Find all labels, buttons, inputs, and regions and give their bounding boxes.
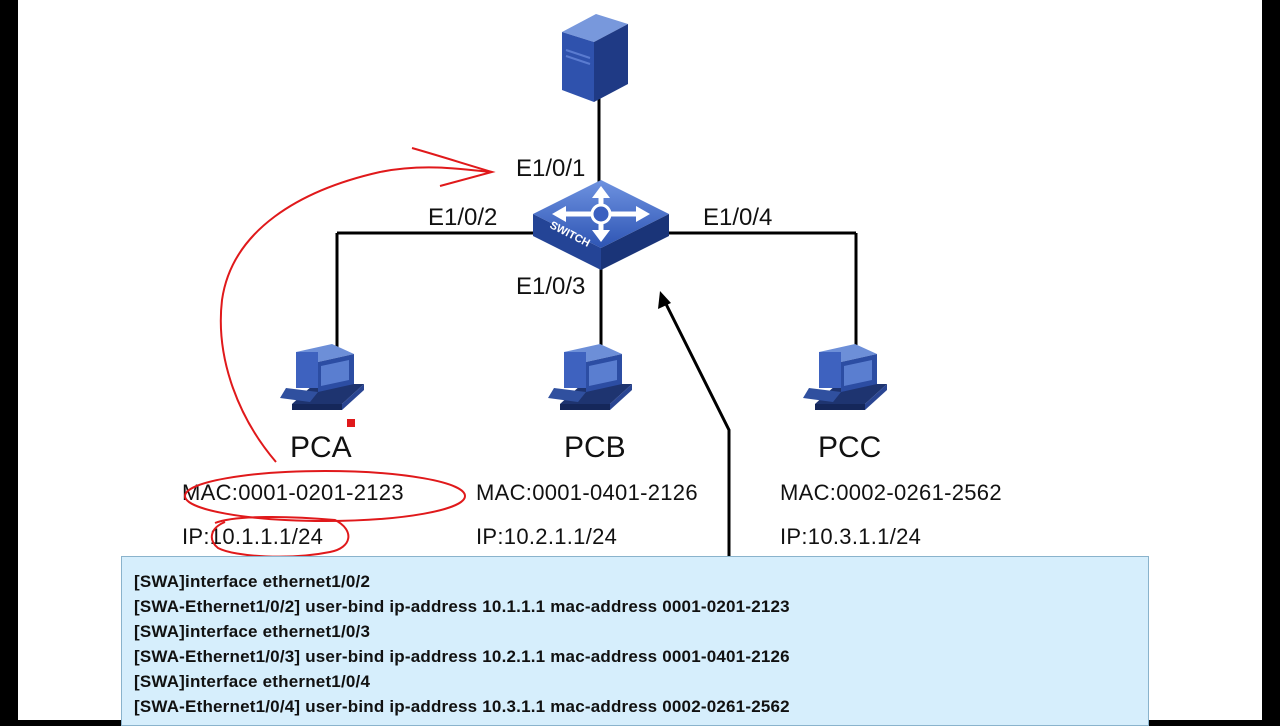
command-line: [SWA-Ethernet1/0/3] user-bind ip-address… xyxy=(134,647,790,666)
links xyxy=(335,95,858,356)
command-line: [SWA-Ethernet1/0/2] user-bind ip-address… xyxy=(134,597,790,616)
computer-icon xyxy=(280,344,364,410)
host-mac-pcb: MAC:0001-0401-2126 xyxy=(476,480,698,505)
server-icon xyxy=(562,14,628,102)
port-label-e1-0-2: E1/0/2 xyxy=(428,204,497,231)
command-line: [SWA]interface ethernet1/0/2 xyxy=(134,572,371,591)
host-name-pcc: PCC xyxy=(818,431,881,464)
host-ip-pcc: IP:10.3.1.1/24 xyxy=(780,524,921,549)
port-label-e1-0-1: E1/0/1 xyxy=(516,155,585,182)
red-cursor-marker xyxy=(347,419,355,427)
port-label-e1-0-3: E1/0/3 xyxy=(516,273,585,300)
switch-icon: SWITCH xyxy=(533,180,669,270)
pointer-arrow xyxy=(658,291,731,556)
computer-icon xyxy=(803,344,887,410)
command-line: [SWA]interface ethernet1/0/3 xyxy=(134,622,371,641)
host-name-pcb: PCB xyxy=(564,431,626,464)
host-mac-pca: MAC:0001-0201-2123 xyxy=(182,480,404,505)
port-label-e1-0-4: E1/0/4 xyxy=(703,204,772,231)
command-line: [SWA]interface ethernet1/0/4 xyxy=(134,672,371,691)
host-ip-pcb: IP:10.2.1.1/24 xyxy=(476,524,617,549)
command-line: [SWA-Ethernet1/0/4] user-bind ip-address… xyxy=(134,697,790,716)
host-ip-pca: IP:10.1.1.1/24 xyxy=(182,524,323,549)
computer-icon xyxy=(548,344,632,410)
host-name-pca: PCA xyxy=(290,431,352,464)
host-mac-pcc: MAC:0002-0261-2562 xyxy=(780,480,1002,505)
command-box: [SWA]interface ethernet1/0/2 [SWA-Ethern… xyxy=(121,556,1149,726)
